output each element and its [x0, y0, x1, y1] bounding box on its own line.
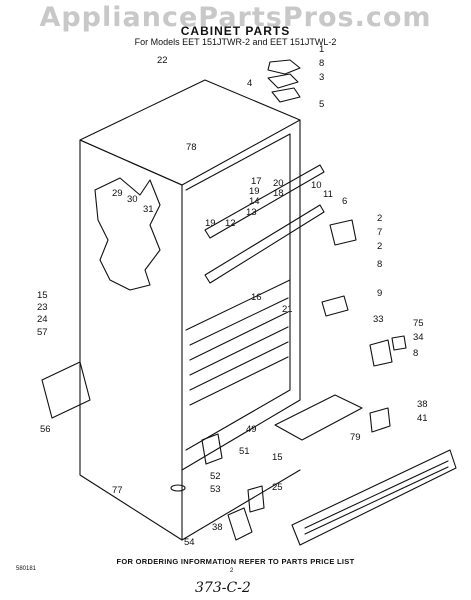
- grille-bracket: [369, 407, 391, 433]
- leveling-leg: [170, 484, 186, 492]
- watermark: AppliancePartsPros.com: [39, 2, 432, 33]
- callout-15: 15: [37, 290, 48, 301]
- callout-16: 16: [251, 292, 262, 303]
- grille-clip: [227, 507, 253, 541]
- callout-8: 8: [413, 348, 418, 359]
- callout-52: 52: [210, 471, 221, 482]
- callout-33: 33: [373, 314, 384, 325]
- door-stop: [321, 295, 349, 317]
- toe-grille: [291, 449, 457, 546]
- callout-23: 23: [37, 302, 48, 313]
- callout-8: 8: [377, 259, 382, 270]
- lower-hinge-cap: [391, 335, 407, 351]
- center-hinge: [329, 219, 357, 246]
- callout-15: 15: [272, 452, 283, 463]
- callout-31: 31: [143, 204, 154, 215]
- shelf-rail: [204, 204, 325, 284]
- callout-38: 38: [417, 399, 428, 410]
- callout-57: 57: [37, 327, 48, 338]
- callout-17: 17: [251, 176, 262, 187]
- callout-51: 51: [239, 446, 250, 457]
- shelf-line: [185, 279, 291, 331]
- callout-14: 14: [249, 196, 260, 207]
- callout-8: 8: [319, 58, 324, 69]
- callout-21: 21: [282, 304, 293, 315]
- callout-41: 41: [417, 413, 428, 424]
- callout-4: 4: [247, 78, 252, 89]
- toe-grille-slot: [304, 466, 449, 535]
- callout-2: 2: [377, 241, 382, 252]
- cabinet-top-face: [79, 79, 301, 186]
- callout-7: 7: [377, 227, 382, 238]
- callout-11: 11: [323, 189, 333, 200]
- cabinet-right-edge: [181, 119, 301, 471]
- shelf-line: [189, 326, 289, 376]
- grille-bracket: [247, 485, 265, 513]
- callout-1: 1: [319, 44, 324, 55]
- shelf-line: [189, 311, 289, 361]
- callout-53: 53: [210, 484, 221, 495]
- callout-6: 6: [342, 196, 347, 207]
- shelf-line: [189, 356, 289, 406]
- callout-78: 78: [186, 142, 197, 153]
- doc-id: 580181: [16, 566, 37, 572]
- callout-24: 24: [37, 314, 48, 325]
- callout-79: 79: [350, 432, 361, 443]
- diagram-subtitle: For Models EET 151JTWR-2 and EET 151JTWL…: [134, 37, 337, 47]
- callout-22: 22: [157, 55, 168, 66]
- callout-25: 25: [272, 482, 283, 493]
- callout-5: 5: [319, 99, 324, 110]
- callout-2: 2: [377, 213, 382, 224]
- callout-38: 38: [212, 522, 223, 533]
- cutaway-panel: [94, 177, 161, 291]
- callout-18: 18: [273, 188, 284, 199]
- callout-56: 56: [40, 424, 51, 435]
- callout-19: 19: [205, 218, 216, 229]
- handwritten-note: 373-C-2: [195, 580, 251, 596]
- callout-34: 34: [413, 332, 424, 343]
- callout-19: 19: [249, 186, 260, 197]
- callout-75: 75: [413, 318, 424, 329]
- diagram-title: CABINET PARTS: [180, 24, 291, 38]
- leveling-bracket: [201, 433, 223, 465]
- top-hinge-plate: [267, 73, 299, 89]
- page-number: 2: [230, 568, 234, 574]
- callout-9: 9: [377, 288, 382, 299]
- drain-pan: [274, 394, 363, 441]
- ordering-info-footer: FOR ORDERING INFORMATION REFER TO PARTS …: [116, 557, 355, 566]
- top-hinge-cap: [267, 59, 301, 75]
- cabinet-inner-liner: [185, 133, 291, 451]
- callout-30: 30: [127, 194, 138, 205]
- callout-3: 3: [319, 72, 324, 83]
- callout-12: 12: [225, 218, 236, 229]
- lower-hinge: [369, 339, 393, 367]
- callout-29: 29: [112, 188, 123, 199]
- callout-13: 13: [246, 207, 257, 218]
- hinge-bracket: [271, 87, 301, 103]
- toe-grille-slot: [304, 460, 449, 529]
- rear-access-panel: [41, 361, 91, 419]
- shelf-rail: [204, 164, 325, 239]
- callout-10: 10: [311, 180, 322, 191]
- shelf-line: [189, 341, 289, 391]
- callout-49: 49: [246, 424, 257, 435]
- shelf-line: [189, 297, 289, 346]
- callout-20: 20: [273, 178, 284, 189]
- callout-77: 77: [112, 485, 123, 496]
- cabinet-base-edge: [181, 469, 301, 541]
- callout-54: 54: [184, 537, 195, 548]
